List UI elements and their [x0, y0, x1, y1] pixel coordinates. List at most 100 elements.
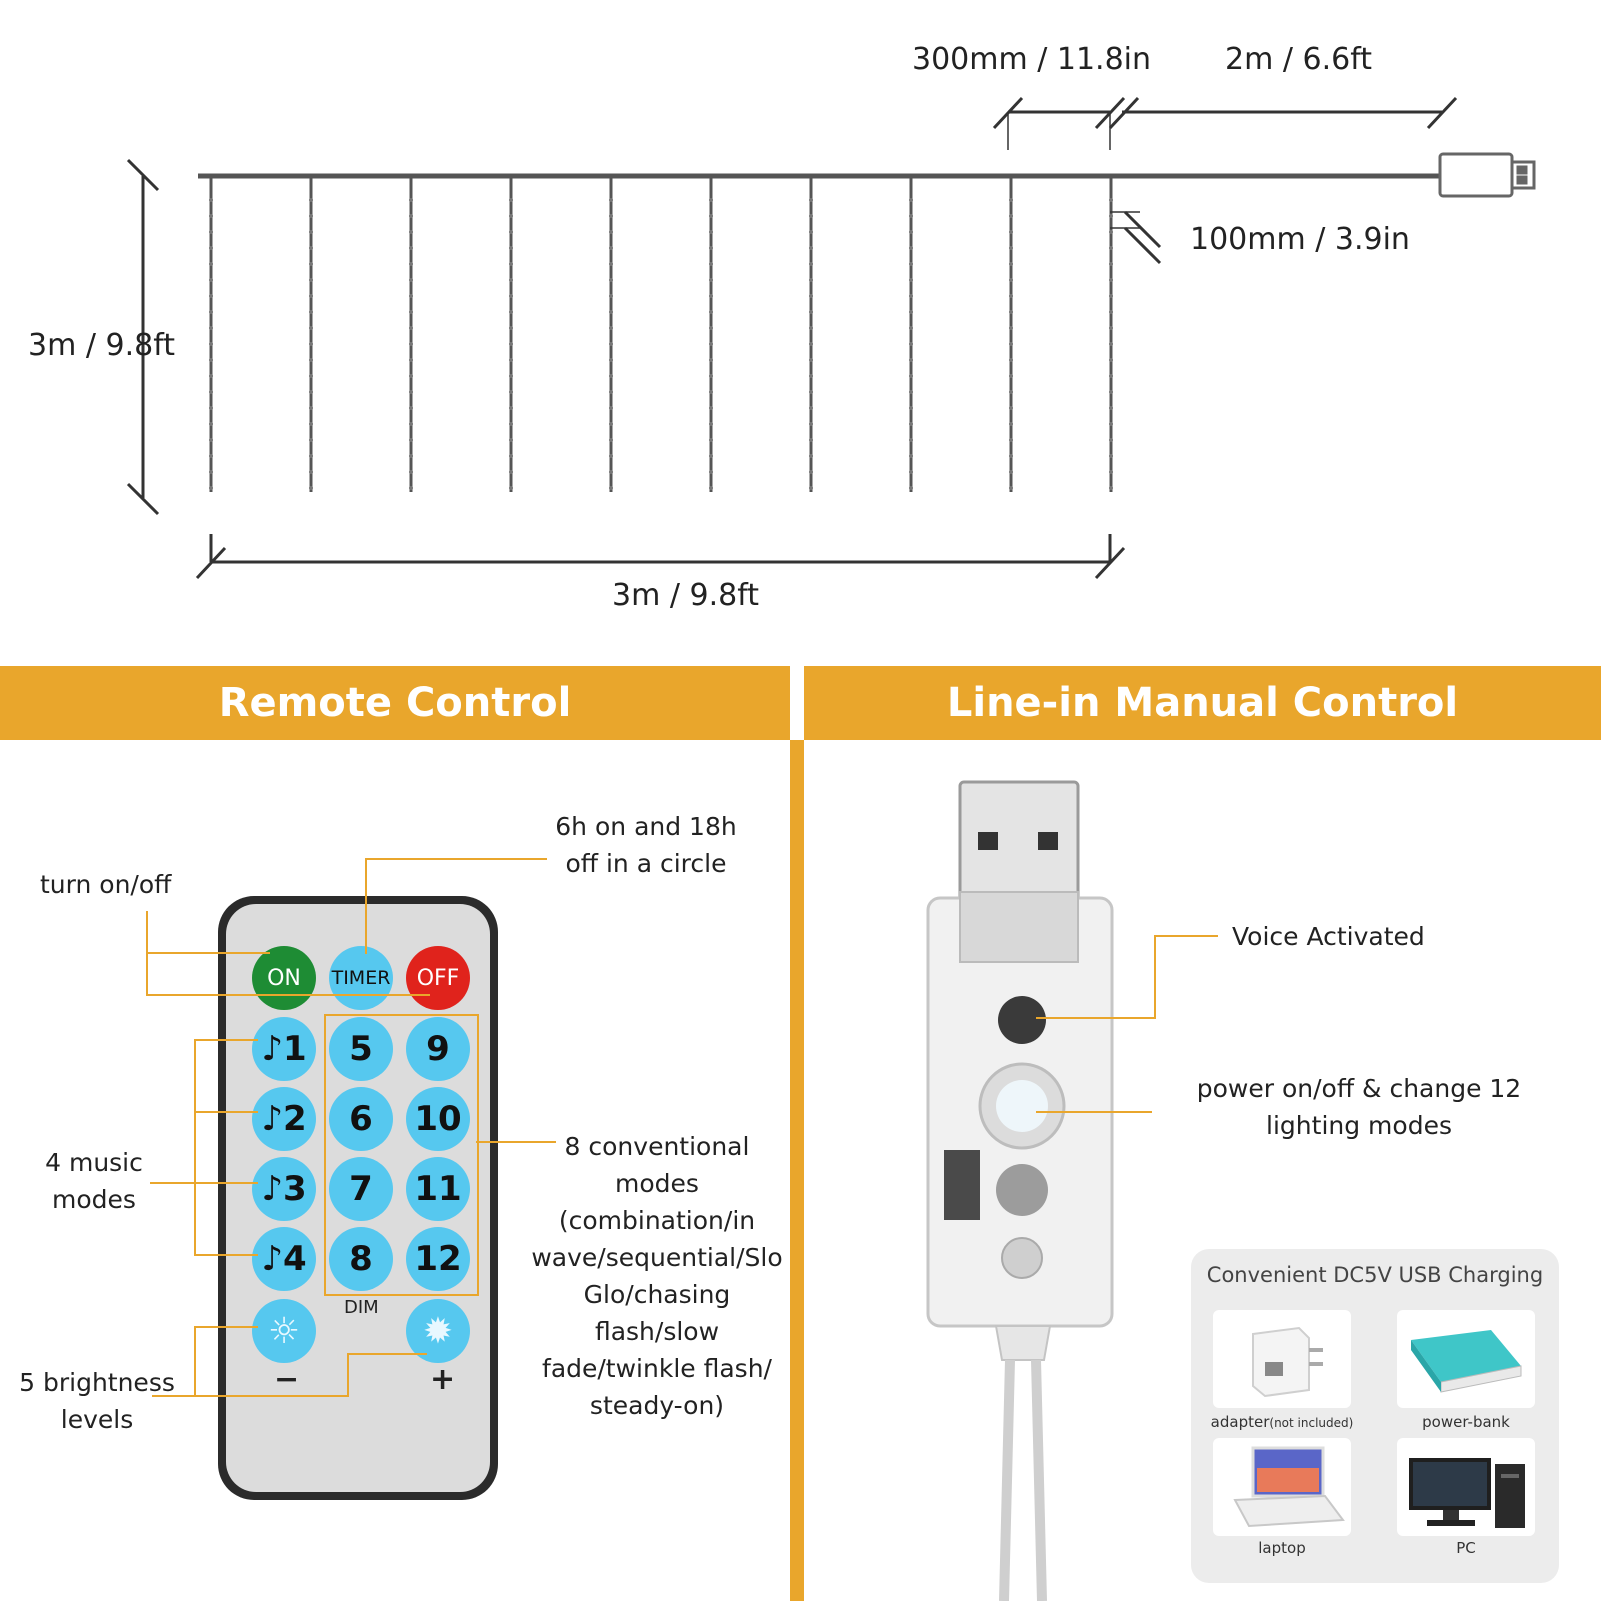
led-bulb [309, 374, 313, 378]
usb-connector-hole-right [1038, 832, 1058, 850]
voice-activated-label: Voice Activated [1232, 922, 1425, 951]
voice-leader-h [1036, 1017, 1156, 1019]
led-bulb [609, 454, 613, 458]
led-bulb [409, 230, 413, 234]
music-mode-1-button[interactable]: ♪1 [252, 1017, 316, 1081]
mode-10-button[interactable]: 10 [406, 1087, 470, 1151]
music-leader-2 [194, 1111, 258, 1113]
led-bulb [409, 470, 413, 474]
mode-7-button[interactable]: 7 [329, 1157, 393, 1221]
brightness-up-button[interactable]: ✹ [406, 1299, 470, 1363]
led-bulb [309, 310, 313, 314]
turn-on-off-label: turn on/off [40, 870, 172, 899]
brightness-down-button[interactable]: ☼ [252, 1299, 316, 1363]
led-bulb [209, 246, 213, 250]
led-bulb [209, 230, 213, 234]
led-bulb [1009, 326, 1013, 330]
led-bulb [509, 262, 513, 266]
mode-6-button[interactable]: 6 [329, 1087, 393, 1151]
led-bulb [309, 278, 313, 282]
led-bulb [609, 470, 613, 474]
led-bulb [609, 230, 613, 234]
led-bulb [609, 486, 613, 490]
led-bulb [809, 214, 813, 218]
led-bulb [909, 230, 913, 234]
led-bulb [809, 454, 813, 458]
led-bulb [809, 438, 813, 442]
led-bulb [1009, 294, 1013, 298]
segment-dimension-lines [992, 96, 1458, 150]
led-bulb [1109, 278, 1113, 282]
led-bulb [409, 310, 413, 314]
power-bank-tile [1397, 1310, 1535, 1408]
mode-11-button[interactable]: 11 [406, 1157, 470, 1221]
led-bulb [509, 214, 513, 218]
component-circle [996, 1164, 1048, 1216]
led-bulb [709, 326, 713, 330]
led-bulb [409, 438, 413, 442]
led-bulb [1109, 198, 1113, 202]
timer-button[interactable]: TIMER [329, 946, 393, 1010]
mode-12-button[interactable]: 12 [406, 1227, 470, 1291]
led-bulb [909, 358, 913, 362]
led-bulb [809, 294, 813, 298]
led-bulb [1009, 262, 1013, 266]
led-bulb [1109, 438, 1113, 442]
led-bulb [909, 422, 913, 426]
led-bulb [1109, 310, 1113, 314]
music-bracket [194, 1039, 196, 1256]
led-bulb [709, 438, 713, 442]
led-bulb [809, 422, 813, 426]
led-bulb [309, 294, 313, 298]
music-mode-2-button[interactable]: ♪2 [252, 1087, 316, 1151]
mode-9-button[interactable]: 9 [406, 1017, 470, 1081]
led-bulb [1109, 374, 1113, 378]
adapter-label: adapter [1210, 1413, 1270, 1431]
led-bulb [509, 438, 513, 442]
led-bulb [1109, 246, 1113, 250]
led-bulb [609, 246, 613, 250]
led-bulb [609, 406, 613, 410]
led-bulb [809, 326, 813, 330]
led-bulb [409, 454, 413, 458]
mode-8-button[interactable]: 8 [329, 1227, 393, 1291]
music-mode-4-button[interactable]: ♪4 [252, 1227, 316, 1291]
led-bulb [809, 246, 813, 250]
mode-button [996, 1080, 1048, 1132]
led-bulb [909, 262, 913, 266]
dim-label: DIM [344, 1297, 379, 1318]
led-bulb [209, 374, 213, 378]
led-bulb [909, 294, 913, 298]
led-bulb [709, 406, 713, 410]
led-bulb [909, 326, 913, 330]
led-bulb [409, 358, 413, 362]
adapter-tile [1213, 1310, 1351, 1408]
height-dimension-line [126, 158, 160, 516]
led-bulb [409, 246, 413, 250]
led-bulb [409, 278, 413, 282]
off-button[interactable]: OFF [406, 946, 470, 1010]
mode-5-button[interactable]: 5 [329, 1017, 393, 1081]
music-mode-3-button[interactable]: ♪3 [252, 1157, 316, 1221]
led-bulb [809, 358, 813, 362]
led-bulb [1109, 326, 1113, 330]
led-bulb [309, 358, 313, 362]
led-bulb [209, 438, 213, 442]
led-bulb [709, 246, 713, 250]
laptop-tile [1213, 1438, 1351, 1536]
led-bulb [209, 326, 213, 330]
on-button[interactable]: ON [252, 946, 316, 1010]
led-bulb [609, 326, 613, 330]
led-bulb [1109, 406, 1113, 410]
led-bulb [1109, 454, 1113, 458]
led-bulb [909, 310, 913, 314]
led-bulb [609, 310, 613, 314]
led-bulb [809, 406, 813, 410]
led-bulb [209, 278, 213, 282]
section-divider [790, 740, 804, 1601]
led-bulb [809, 310, 813, 314]
led-bulb [709, 262, 713, 266]
led-bulb [509, 486, 513, 490]
led-bulb [409, 214, 413, 218]
